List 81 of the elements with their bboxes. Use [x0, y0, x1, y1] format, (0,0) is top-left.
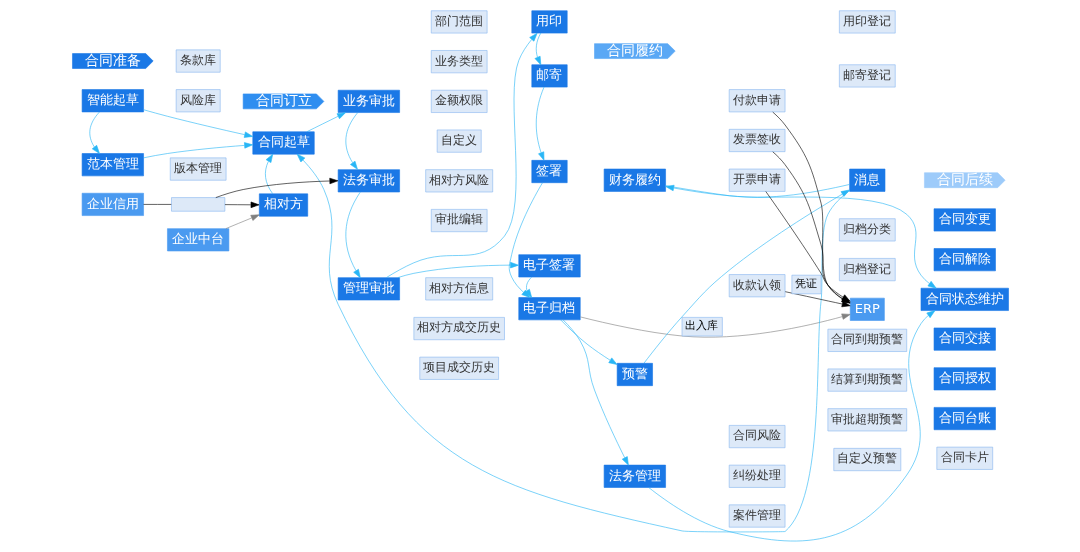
node-box: ERP: [849, 297, 885, 321]
arrow: [225, 214, 260, 229]
node-box: 案件管理: [728, 504, 785, 528]
node-box: 企业中台: [166, 228, 229, 252]
node-box: 开票申请: [728, 168, 785, 192]
arrow: [345, 191, 361, 278]
arrow: [562, 319, 629, 466]
arrow: [664, 185, 936, 289]
arrow: [771, 111, 850, 304]
node-box: 结算到期预警: [827, 368, 907, 392]
node-box: 法务审批: [337, 169, 400, 193]
edge-label: 出入库: [684, 319, 718, 333]
node-box: 合同状态维护: [920, 287, 1009, 311]
node-box: 电子归档: [517, 297, 581, 321]
node-box: 合同变更: [933, 208, 996, 232]
node-box: 风险库: [175, 89, 220, 113]
node-box: 相对方风险: [424, 169, 493, 193]
arrow: [643, 189, 850, 364]
arrow: [142, 142, 253, 159]
arrow: [765, 191, 850, 302]
node-box: 电子签署: [517, 254, 581, 278]
node-box: 用印: [531, 10, 567, 34]
node-box: 用印登记: [838, 10, 896, 34]
node-box: 邮寄登记: [838, 64, 896, 88]
arrow: [264, 153, 273, 194]
arrow: [397, 262, 519, 278]
node-box: 审批编辑: [430, 209, 487, 233]
node-box: 归档登记: [838, 258, 896, 282]
arrow: [534, 32, 541, 66]
node-box: 项目成交历史: [418, 356, 499, 380]
arrow: [89, 111, 100, 154]
arrow: [385, 32, 537, 278]
node-box: 相对方: [258, 193, 308, 217]
arrow: [771, 151, 850, 304]
node-box: 预警: [616, 363, 653, 386]
arrow: [215, 177, 338, 198]
node-box: 合同台账: [933, 407, 996, 431]
node-box: 发票签收: [728, 129, 785, 152]
node-box: 相对方信息: [424, 277, 493, 301]
node-box: 自定义预警: [833, 448, 901, 471]
arrow: [535, 86, 544, 161]
node-box: 归档分类: [838, 218, 896, 242]
node-box: 审批超期预警: [827, 408, 907, 432]
node-box: 合同解除: [933, 248, 996, 272]
node-box: 业务类型: [430, 50, 487, 74]
arrow: [559, 319, 617, 365]
edge-label: 凭证: [794, 277, 817, 291]
arrow: [142, 109, 253, 138]
arrow: [296, 153, 850, 533]
node-box: 自定义: [436, 129, 482, 153]
node-box: 条款库: [175, 49, 220, 73]
node-box: 业务审批: [337, 89, 400, 113]
arrow: [664, 184, 850, 198]
node-box: 签署: [531, 160, 567, 183]
node-box: 金额权限: [430, 89, 487, 113]
node-box: 企业信用: [81, 192, 144, 216]
arrow: [648, 310, 935, 542]
node-box: 收款认领: [728, 274, 785, 298]
node-box: 智能起草: [81, 89, 144, 113]
arrow: [224, 201, 259, 208]
node-box: 付款申请: [728, 89, 785, 113]
node-box: 相对方成交历史: [413, 317, 505, 341]
arrow: [784, 291, 851, 308]
arrow: [345, 112, 358, 170]
node-box: 合同交接: [933, 327, 996, 351]
node-box: 版本管理: [169, 157, 226, 181]
node-box: 合同风险: [728, 425, 785, 449]
node-box: 合同授权: [933, 367, 996, 391]
node-box: 邮寄: [531, 64, 567, 88]
node-box: [170, 197, 225, 212]
node-box: 法务管理: [603, 464, 666, 488]
node-box: 纠纷处理: [728, 464, 785, 488]
node-box: 范本管理: [81, 153, 144, 177]
node-box: 部门范围: [430, 10, 487, 34]
arrow: [306, 112, 346, 133]
node-box: 合同起草: [252, 131, 315, 155]
node-box: 合同卡片: [936, 446, 993, 470]
node-box: 合同到期预警: [827, 328, 907, 352]
node-box: 管理审批: [337, 277, 400, 301]
node-box: 消息: [848, 168, 885, 192]
node-box: 财务履约: [603, 168, 666, 192]
